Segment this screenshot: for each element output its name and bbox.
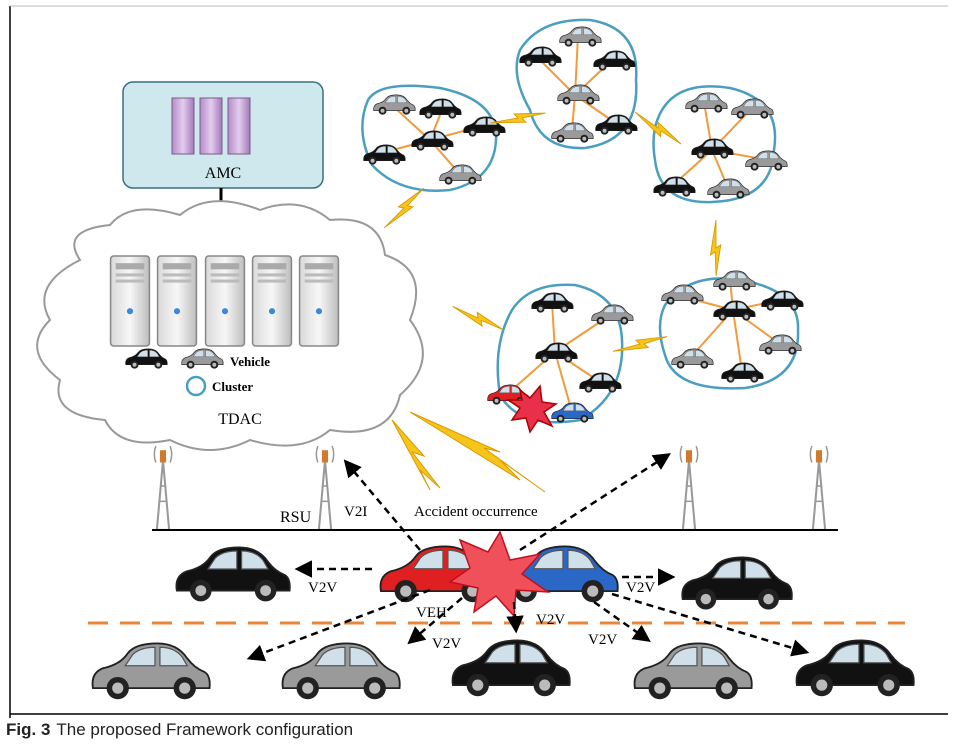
cluster-rings xyxy=(361,18,800,424)
figure-caption: Fig. 3 The proposed Framework configurati… xyxy=(6,720,353,740)
legend-cluster-label: Cluster xyxy=(212,379,253,394)
cluster-vehicles xyxy=(363,26,804,434)
caption-text: The proposed Framework configuration xyxy=(56,720,354,739)
veh-label: VEH xyxy=(416,605,447,621)
accident-label: Accident occurrence xyxy=(414,504,538,520)
communication-labels: V2I Accident occurrence V2V V2V VEH V2V … xyxy=(308,504,655,652)
v2v-label-lower-left: V2V xyxy=(432,636,461,652)
amc-label: AMC xyxy=(205,165,241,182)
legend-vehicle-label: Vehicle xyxy=(230,354,270,369)
caption-label: Fig. 3 xyxy=(6,720,51,739)
rsu-label: RSU xyxy=(280,509,312,526)
v2v-label-lower-right: V2V xyxy=(588,632,617,648)
rsu-infrastructure: RSU xyxy=(152,445,838,532)
legend-cluster-icon xyxy=(185,375,207,397)
wireless-links xyxy=(383,99,731,493)
v2v-label-right: V2V xyxy=(626,580,655,596)
tdac-cloud: Vehicle Cluster TDAC xyxy=(36,200,424,451)
v2v-label-center: V2V xyxy=(536,612,565,628)
v2v-label-left: V2V xyxy=(308,580,337,596)
tdac-label: TDAC xyxy=(218,411,262,428)
road-vehicles xyxy=(91,530,915,701)
v2i-label: V2I xyxy=(344,504,367,520)
communication-arrows xyxy=(246,453,810,662)
collision-burst xyxy=(448,530,551,618)
amc-box: AMC xyxy=(122,81,324,189)
